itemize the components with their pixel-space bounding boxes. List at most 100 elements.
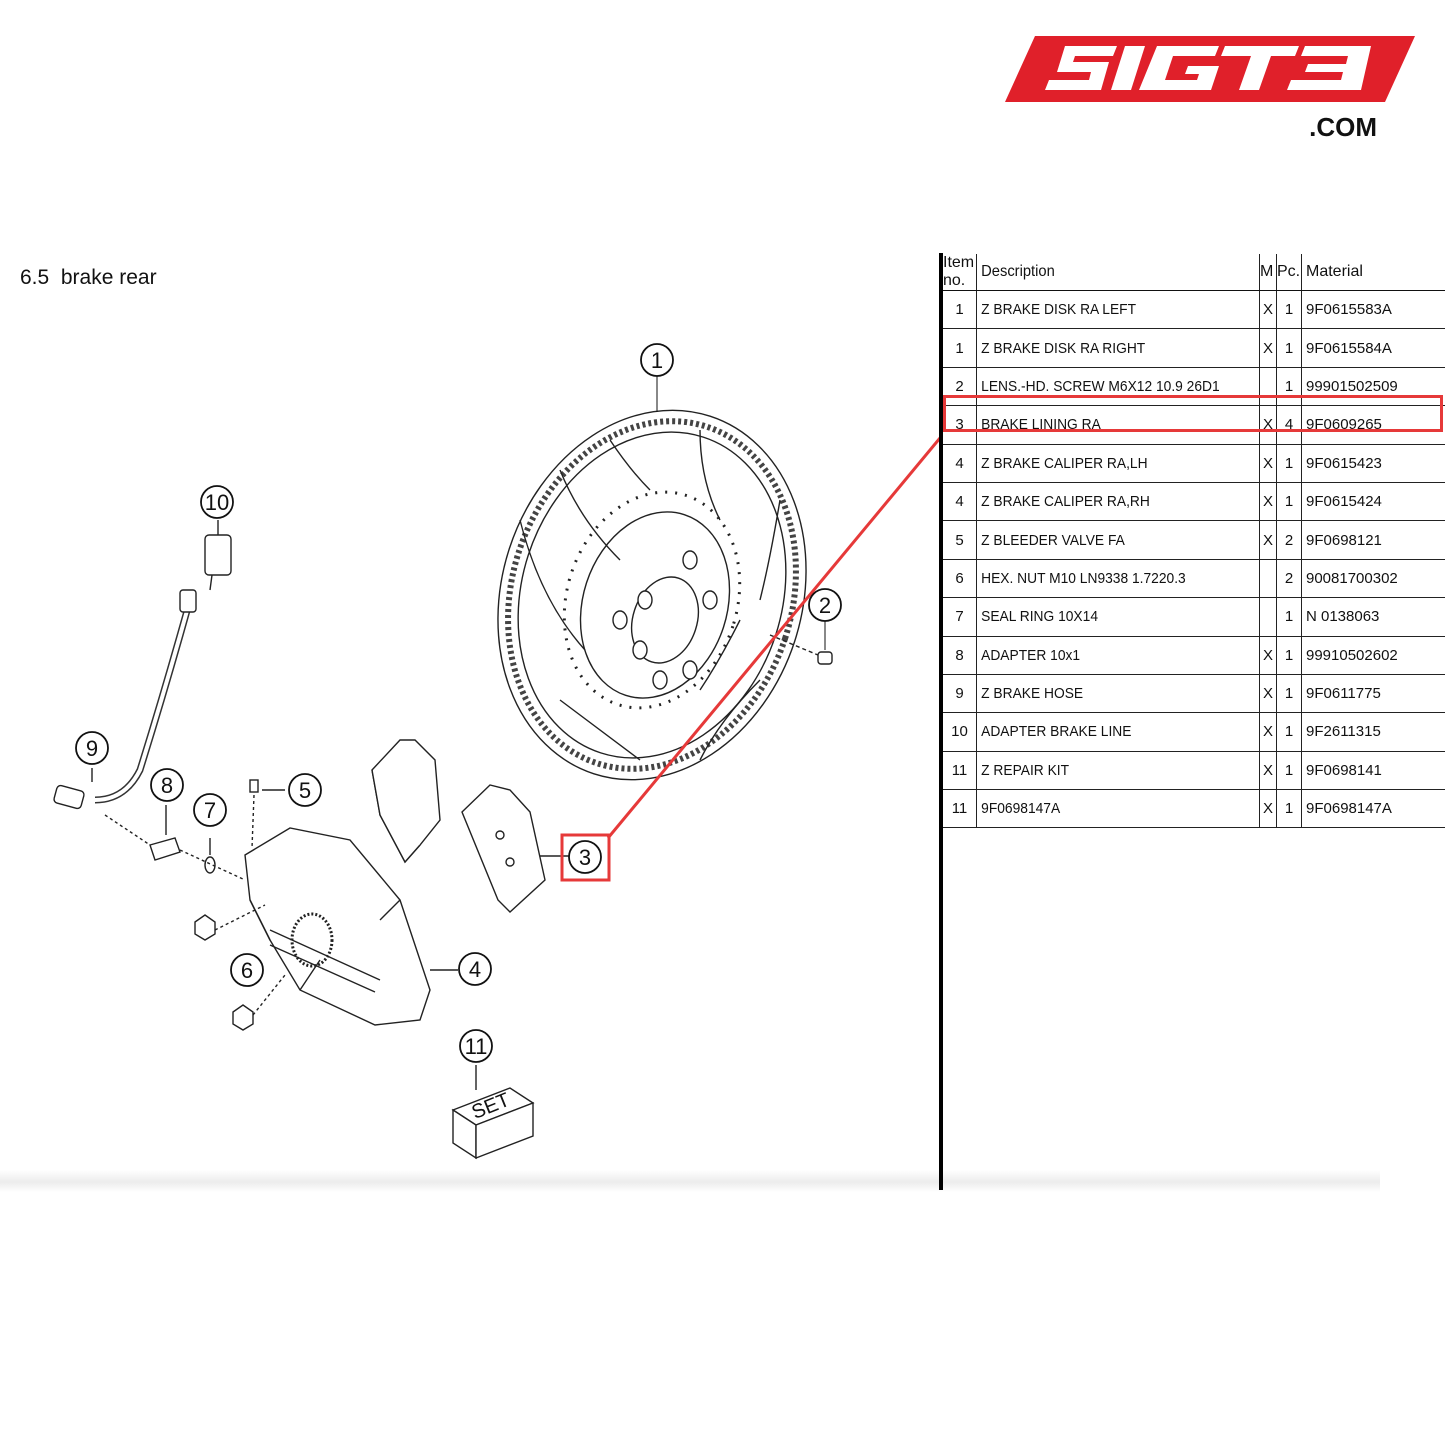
callout-9: 9 [75,731,109,765]
svg-text:8: 8 [161,773,173,798]
highlight-leader-line [606,435,940,839]
adapter-brake-line [204,520,232,591]
cell-item: 11 [943,751,977,791]
cell-item: 9 [943,674,977,714]
cell-m: X [1259,405,1277,445]
hex-nuts [194,904,286,1031]
callout-4: 4 [458,952,492,986]
svg-text:6: 6 [241,958,253,983]
header-pc: Pc. [1276,254,1302,291]
cell-material: 99910502602 [1301,636,1445,675]
adapter-10x1 [104,805,246,881]
cell-material: 99901502509 [1301,367,1445,407]
table-left-border [939,253,943,1190]
bleeder-valve [249,779,285,849]
cell-description: Z BRAKE HOSE [976,674,1238,714]
cell-pc: 1 [1276,789,1302,829]
cell-description: Z BRAKE CALIPER RA,RH [976,482,1238,522]
cell-item: 4 [943,482,977,522]
brake-hose [53,589,197,810]
cell-item: 8 [943,636,977,675]
callout-3: 3 [560,833,611,882]
cell-description: Z BRAKE DISK RA LEFT [976,290,1238,330]
cell-material: N 0138063 [1301,597,1445,637]
header-m: M [1259,254,1277,291]
cell-material: 9F0615424 [1301,482,1445,522]
svg-text:4: 4 [469,957,481,982]
cell-m: X [1259,636,1277,675]
repair-kit-box [451,1065,535,1160]
cell-pc: 1 [1276,597,1302,637]
callout-5: 5 [288,773,322,807]
cell-m: X [1259,751,1277,791]
cell-pc: 1 [1276,290,1302,330]
cell-material: 9F0615583A [1301,290,1445,330]
cell-item: 1 [943,328,977,368]
table-header-row: Item no. Description M Pc. Material [943,254,1445,291]
svg-text:9: 9 [86,736,98,761]
cell-item: 5 [943,520,977,560]
cell-description: BRAKE LINING RA [976,405,1238,445]
svg-text:3: 3 [579,845,591,870]
cell-material: 9F0698147A [1301,789,1445,829]
cell-material: 9F0615584A [1301,328,1445,368]
brake-caliper [244,827,458,1026]
cell-pc: 1 [1276,444,1302,483]
cell-material: 9F0609265 [1301,405,1445,445]
cell-description: HEX. NUT M10 LN9338 1.7220.3 [976,559,1238,599]
cell-description: SEAL RING 10X14 [976,597,1238,637]
cell-pc: 2 [1276,520,1302,560]
cell-description: ADAPTER 10x1 [976,636,1238,675]
logo-lettering [1045,46,1371,90]
header-description: Description [976,254,1238,291]
brake-pads [371,739,570,913]
cell-pc: 2 [1276,559,1302,599]
callout-11: 11 [459,1029,493,1063]
cell-pc: 1 [1276,367,1302,407]
cell-material: 9F0615423 [1301,444,1445,483]
cell-m: X [1259,290,1277,330]
cell-material: 9F0698121 [1301,520,1445,560]
svg-text:11: 11 [465,1034,488,1059]
cell-item: 3 [943,405,977,445]
callout-1: 1 [640,343,674,412]
cell-m: X [1259,444,1277,483]
callout-2: 2 [808,588,842,650]
cell-material: 90081700302 [1301,559,1445,599]
cell-pc: 1 [1276,712,1302,752]
cell-description: Z BRAKE DISK RA RIGHT [976,328,1238,368]
cell-description: Z BLEEDER VALVE FA [976,520,1238,560]
svg-text:10: 10 [205,490,229,515]
cell-item: 4 [943,444,977,483]
cell-item: 10 [943,712,977,752]
cell-pc: 4 [1276,405,1302,445]
svg-text:7: 7 [204,798,216,823]
cell-item: 2 [943,367,977,407]
cell-material: 9F0611775 [1301,674,1445,714]
section-title: 6.5 brake rear [20,266,157,289]
page-divider [0,1170,1380,1192]
lens-head-screw [769,634,833,665]
svg-text:2: 2 [819,593,831,618]
cell-m: X [1259,520,1277,560]
header-item-no: Item no. [943,254,977,291]
cell-m: X [1259,712,1277,752]
callout-6: 6 [230,953,264,987]
cell-material: 9F0698141 [1301,751,1445,791]
cell-material: 9F2611315 [1301,712,1445,752]
